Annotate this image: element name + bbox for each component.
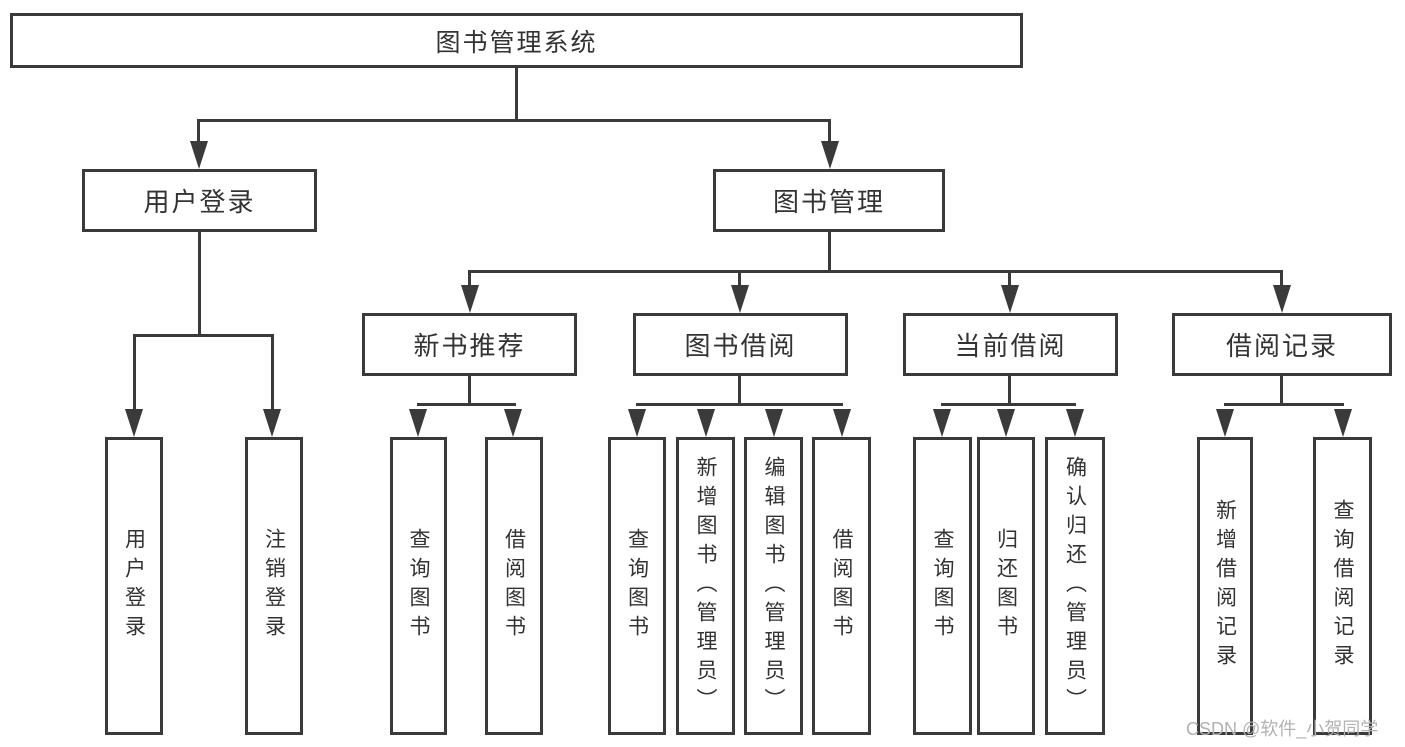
node-user-login-label: 用户登录 bbox=[143, 187, 256, 217]
connector-newrec-stem bbox=[468, 376, 471, 406]
leaf-cur-query-books-label: 查询图书 bbox=[931, 528, 954, 644]
leaf-cur-return-books: 归还图书 bbox=[977, 437, 1035, 735]
arrow-to-cur-query bbox=[933, 409, 951, 437]
leaf-bor-query-books-label: 查询图书 bbox=[625, 528, 649, 644]
node-new-book-rec-label: 新书推荐 bbox=[413, 331, 526, 361]
arrow-to-login bbox=[125, 409, 143, 437]
connector-records-bar bbox=[1224, 403, 1344, 406]
leaf-query-borrow-record: 查询借阅记录 bbox=[1313, 437, 1372, 735]
leaf-bor-add-books-label: 新增图书（管理员） bbox=[694, 455, 717, 717]
arrow-to-rec2-query bbox=[1334, 409, 1352, 437]
connector-records-stem bbox=[1280, 376, 1283, 406]
leaf-rec-borrow-books: 借阅图书 bbox=[485, 437, 543, 735]
connector-login-shaft bbox=[133, 334, 136, 414]
leaf-bor-edit-books-label: 编辑图书（管理员） bbox=[762, 455, 785, 717]
connector-userlogin-stem bbox=[198, 232, 201, 337]
connector-current-shaft bbox=[1008, 270, 1011, 290]
node-borrow-records: 借阅记录 bbox=[1172, 313, 1392, 376]
arrow-to-logout bbox=[263, 409, 281, 437]
leaf-bor-add-books: 新增图书（管理员） bbox=[676, 437, 735, 735]
leaf-user-login: 用户登录 bbox=[105, 437, 163, 735]
arrow-to-rec2-add bbox=[1216, 409, 1234, 437]
node-root: 图书管理系统 bbox=[10, 13, 1023, 68]
connector-userlogin-bar bbox=[133, 334, 274, 337]
node-book-mgmt-label: 图书管理 bbox=[772, 187, 885, 217]
arrow-to-book-borrow bbox=[731, 285, 749, 313]
connector-bookmgmt-bar bbox=[468, 270, 1283, 273]
connector-logout-shaft bbox=[271, 334, 274, 414]
leaf-cur-confirm-return: 确认归还（管理员） bbox=[1045, 437, 1105, 735]
arrow-to-bor-add bbox=[697, 409, 715, 437]
node-root-label: 图书管理系统 bbox=[435, 28, 598, 57]
leaf-rec-query-books: 查询图书 bbox=[390, 437, 447, 735]
node-book-borrow-label: 图书借阅 bbox=[684, 331, 797, 361]
arrow-to-current-borrow bbox=[1001, 285, 1019, 313]
arrow-to-bor-edit bbox=[765, 409, 783, 437]
node-current-borrow-label: 当前借阅 bbox=[954, 331, 1067, 361]
leaf-rec-query-books-label: 查询图书 bbox=[407, 528, 430, 644]
arrow-to-cur-return bbox=[997, 409, 1015, 437]
leaf-cur-confirm-return-label: 确认归还（管理员） bbox=[1063, 455, 1087, 717]
connector-current-bar bbox=[941, 403, 1076, 406]
arrow-to-borrow-records bbox=[1273, 285, 1291, 313]
leaf-add-borrow-record: 新增借阅记录 bbox=[1197, 437, 1253, 735]
connector-borrow-bar bbox=[636, 403, 843, 406]
arrow-to-bor-query bbox=[628, 409, 646, 437]
arrow-to-rec-borrow bbox=[504, 409, 522, 437]
csdn-watermark: CSDN @软件_小贺同学 bbox=[1186, 719, 1379, 739]
connector-borrow-shaft bbox=[738, 270, 741, 290]
leaf-bor-borrow-books-label: 借阅图书 bbox=[830, 528, 853, 644]
leaf-bor-query-books: 查询图书 bbox=[608, 437, 666, 735]
node-borrow-records-label: 借阅记录 bbox=[1225, 331, 1338, 361]
connector-borrow-stem bbox=[738, 376, 741, 406]
leaf-query-borrow-record-label: 查询借阅记录 bbox=[1331, 499, 1354, 673]
connector-root-stem bbox=[515, 68, 518, 121]
leaf-bor-edit-books: 编辑图书（管理员） bbox=[744, 437, 803, 735]
node-book-borrow: 图书借阅 bbox=[633, 313, 848, 376]
arrow-to-cur-confirm bbox=[1066, 409, 1084, 437]
node-book-mgmt: 图书管理 bbox=[713, 169, 945, 232]
leaf-user-login-label: 用户登录 bbox=[122, 528, 146, 644]
node-new-book-rec: 新书推荐 bbox=[362, 313, 577, 376]
arrow-to-user-login bbox=[190, 141, 208, 169]
leaf-add-borrow-record-label: 新增借阅记录 bbox=[1213, 499, 1237, 673]
connector-bookmgmt-shaft bbox=[828, 119, 831, 147]
connector-newrec-bar bbox=[417, 403, 516, 406]
leaf-logout: 注销登录 bbox=[245, 437, 303, 735]
node-current-borrow: 当前借阅 bbox=[903, 313, 1118, 376]
connector-records-shaft bbox=[1280, 270, 1283, 290]
arrow-to-new-book-rec bbox=[461, 285, 479, 313]
arrow-to-rec-query bbox=[409, 409, 427, 437]
leaf-rec-borrow-books-label: 借阅图书 bbox=[502, 528, 526, 644]
leaf-cur-return-books-label: 归还图书 bbox=[994, 528, 1018, 644]
connector-bookmgmt-stem bbox=[828, 232, 831, 272]
arrow-to-book-mgmt bbox=[821, 141, 839, 169]
leaf-logout-label: 注销登录 bbox=[262, 528, 286, 644]
connector-root-bar bbox=[197, 119, 831, 122]
connector-userlogin-shaft bbox=[197, 119, 200, 147]
node-user-login: 用户登录 bbox=[82, 169, 317, 232]
leaf-bor-borrow-books: 借阅图书 bbox=[812, 437, 871, 735]
connector-newrec-shaft bbox=[468, 270, 471, 290]
leaf-cur-query-books: 查询图书 bbox=[913, 437, 972, 735]
arrow-to-bor-borrow bbox=[833, 409, 851, 437]
connector-current-stem bbox=[1008, 376, 1011, 406]
